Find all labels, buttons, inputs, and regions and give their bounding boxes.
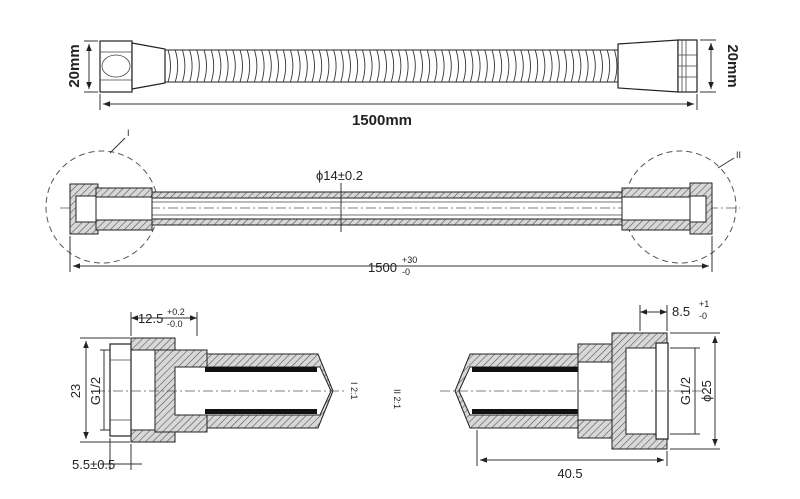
- hose-rib: [412, 49, 416, 83]
- detail-right-thread: G1/2: [678, 377, 693, 405]
- hose-rib: [513, 49, 517, 83]
- hose-rib: [541, 49, 546, 83]
- hose-rib: [505, 49, 510, 83]
- hose-rib: [246, 49, 251, 83]
- detail-left-scale: I 2:1: [349, 382, 359, 400]
- hose-rib: [462, 49, 467, 83]
- hose-rib: [361, 49, 366, 83]
- top-left-height-label: 20mm: [66, 44, 83, 87]
- hose-rib: [498, 49, 503, 83]
- detail-left: 12.5 +0.2 -0.0 23 G1/2 5.5±0.5 I 2:1: [68, 307, 359, 472]
- hose-rib: [534, 49, 539, 83]
- left-nut: [99, 40, 133, 93]
- section-diameter-label: ϕ14±0.2: [316, 168, 363, 183]
- hose-rib: [556, 49, 560, 83]
- hose-rib: [239, 49, 243, 83]
- hose-rib: [549, 49, 553, 83]
- hose-rib: [333, 49, 337, 83]
- left-collar: [131, 42, 166, 90]
- hose-rib: [203, 49, 207, 83]
- detail-right-cone-tol-lower: -0: [699, 311, 707, 321]
- hose-rib: [397, 49, 402, 83]
- hose-rib: [520, 49, 524, 83]
- hose-rib: [261, 49, 265, 83]
- hose-rib: [318, 49, 323, 83]
- hose-rib: [376, 49, 380, 83]
- hose-rib: [210, 49, 215, 83]
- hose-rib: [491, 49, 495, 83]
- corrugated-hose: [165, 49, 618, 83]
- hose-rib: [275, 49, 279, 83]
- hose-rib: [419, 49, 423, 83]
- hose-rib: [268, 49, 272, 83]
- hose-rib: [477, 49, 481, 83]
- section-length-tol-upper: +30: [402, 255, 417, 265]
- top-view: 20mm 20mm 1500mm: [66, 39, 741, 129]
- hose-rib: [426, 49, 431, 83]
- hose-rib: [189, 49, 193, 83]
- hose-rib: [527, 49, 531, 83]
- hose-rib: [455, 49, 459, 83]
- hose-rib: [311, 49, 315, 83]
- right-cone: [617, 39, 679, 93]
- hose-rib: [196, 49, 200, 83]
- hose-rib: [563, 49, 567, 83]
- detail-right: 8.5 +1 -0 G1/2 ϕ25 40.5 II 2:1: [392, 299, 720, 481]
- detail-left-marker: I: [127, 128, 130, 138]
- hose-rib: [448, 49, 452, 83]
- detail-left-nut-tol-lower: -0.0: [167, 319, 183, 329]
- detail-right-cone-tol-upper: +1: [699, 299, 709, 309]
- top-length-label: 1500mm: [352, 112, 412, 129]
- hose-rib: [383, 49, 387, 83]
- hose-rib: [599, 49, 603, 83]
- detail-right-cone-length: 8.5: [672, 304, 690, 319]
- detail-right-length: 40.5: [557, 466, 582, 481]
- hose-rib: [289, 49, 294, 83]
- hose-rib: [325, 49, 330, 83]
- detail-right-marker: II: [736, 150, 741, 160]
- hose-rib: [181, 49, 186, 83]
- detail-right-diameter: ϕ25: [699, 380, 714, 402]
- hose-rib: [469, 49, 474, 83]
- detail-left-flange: 5.5±0.5: [72, 457, 115, 472]
- detail-left-thread: G1/2: [88, 377, 103, 405]
- section-length-label: 1500: [368, 260, 397, 275]
- hose-rib: [225, 49, 229, 83]
- hose-rib: [606, 49, 611, 83]
- hose-rib: [441, 49, 445, 83]
- hose-rib: [369, 49, 373, 83]
- hose-rib: [613, 49, 618, 83]
- hose-rib: [585, 49, 589, 83]
- hose-rib: [253, 49, 258, 83]
- section-view: I II ϕ14±0.2 1500 +30 -0: [45, 128, 741, 277]
- detail-left-height: 23: [68, 384, 83, 398]
- hose-rib: [570, 49, 575, 83]
- hose-outline: [165, 49, 618, 83]
- hose-rib: [304, 49, 308, 83]
- hose-rib: [484, 49, 488, 83]
- hose-rib: [282, 49, 287, 83]
- detail-left-nut-tol-upper: +0.2: [167, 307, 185, 317]
- hose-rib: [405, 49, 409, 83]
- hose-rib: [354, 49, 359, 83]
- hose-rib: [174, 49, 179, 83]
- hose-rib: [167, 49, 171, 83]
- section-length-tol-lower: -0: [402, 267, 410, 277]
- hose-rib: [340, 49, 344, 83]
- hose-rib: [577, 49, 582, 83]
- hose-rib: [297, 49, 301, 83]
- hose-rib: [217, 49, 222, 83]
- detail-left-nut-length: 12.5: [138, 311, 163, 326]
- hose-rib: [232, 49, 236, 83]
- hose-rib: [390, 49, 395, 83]
- hose-rib: [592, 49, 596, 83]
- hose-rib: [433, 49, 438, 83]
- hose-rib: [347, 49, 351, 83]
- detail-right-scale: II 2:1: [392, 389, 402, 409]
- top-right-height-label: 20mm: [724, 44, 741, 87]
